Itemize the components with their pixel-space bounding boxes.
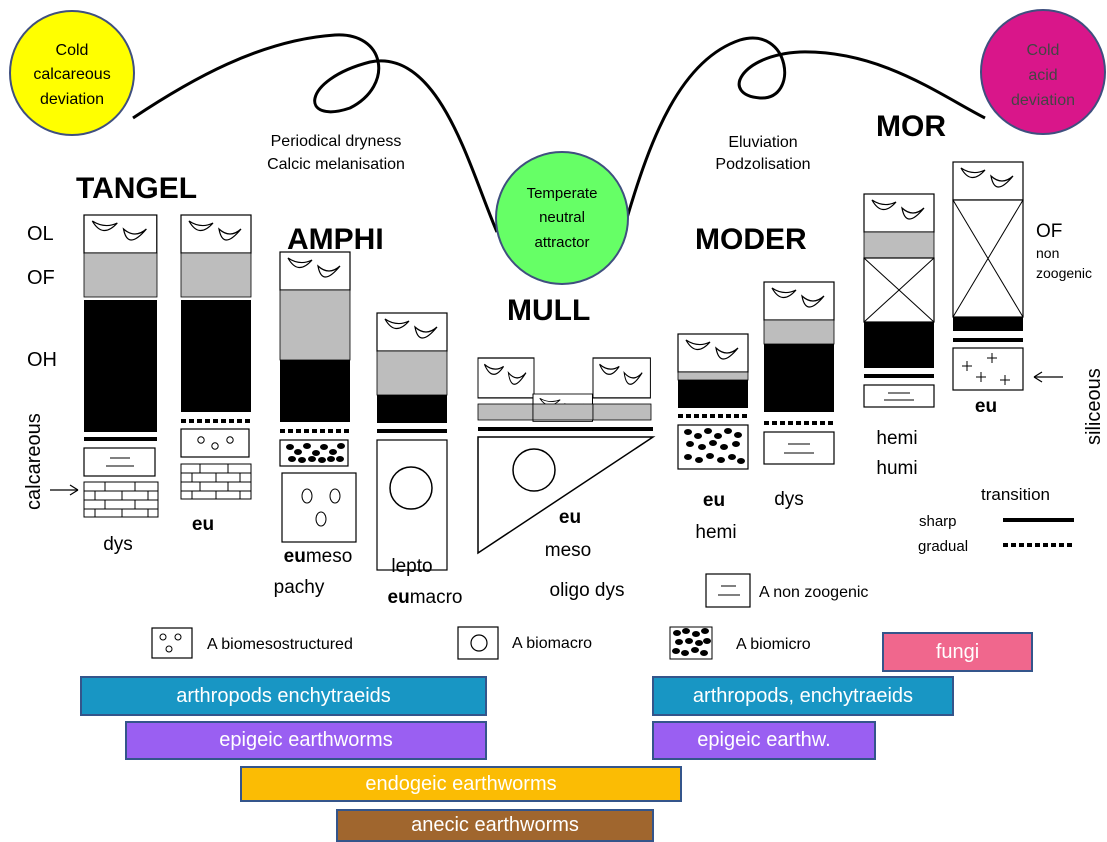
label-moder-dys: dys <box>774 489 804 510</box>
label-moder-eu: eu <box>703 490 725 511</box>
label-mor-eu: eu <box>975 396 997 417</box>
profile-tangel-eu: eu <box>180 214 252 535</box>
label-mor-hemi: hemi <box>876 428 917 449</box>
title-mull: MULL <box>507 294 590 327</box>
arrow-calcareous <box>50 484 79 496</box>
bar-epigeic-right: epigeic earthw. <box>652 721 876 760</box>
cold-acid-line-3: deviation <box>1011 92 1075 109</box>
label-mull-meso: meso <box>545 540 591 561</box>
bar-anecic: anecic earthworms <box>336 809 654 842</box>
arrow-siliceous <box>1033 371 1063 383</box>
label-eumacro: eumacro <box>388 587 463 608</box>
legend-a-biomacro: A biomacro <box>457 626 592 660</box>
connector-curves <box>132 33 986 233</box>
process-right-2: Podzolisation <box>715 156 810 173</box>
transition-gradual-label: gradual <box>918 538 968 555</box>
label-lepto: lepto <box>391 556 432 577</box>
cold-calcareous-circle: Cold calcareous deviation <box>9 10 135 136</box>
bar-epigeic-left: epigeic earthworms <box>125 721 487 760</box>
bar-endogeic-label: endogeic earthworms <box>365 772 557 795</box>
label-mull-oligo: oligo dys <box>550 580 625 601</box>
of-non-zoogenic-line-1: non <box>1036 245 1059 261</box>
bar-fungi-label: fungi <box>935 640 980 663</box>
legend-a-non-zoogenic-label: A non zoogenic <box>759 584 868 601</box>
left-curve <box>132 33 499 233</box>
legend-a-non-zoogenic: A non zoogenic <box>705 573 868 608</box>
label-moder-hemi: hemi <box>695 522 736 543</box>
label-tangel-eu: eu <box>192 514 214 535</box>
legend-a-biomacro-label: A biomacro <box>512 635 592 652</box>
profile-amphi-lepto: lepto eumacro <box>376 312 463 608</box>
profile-mor-hemi: hemi humi <box>863 193 935 479</box>
temperate-line-2: neutral <box>539 209 585 226</box>
bar-anecic-label: anecic earthworms <box>411 814 579 836</box>
label-siliceous: siliceous <box>1083 368 1105 445</box>
bar-fungi: fungi <box>882 632 1033 672</box>
profile-moder-dys: dys <box>763 281 835 510</box>
transition-legend: transition sharp gradual <box>918 485 1074 555</box>
horizon-ol: OL <box>27 223 54 245</box>
title-amphi: AMPHI <box>287 223 384 256</box>
profile-tangel-dys: dys <box>83 214 159 555</box>
horizon-of: OF <box>27 267 55 289</box>
bar-arthropods-left-label: arthropods enchytraeids <box>176 684 391 707</box>
label-calcareous: calcareous <box>23 413 45 510</box>
bar-endogeic: endogeic earthworms <box>240 766 682 802</box>
temperate-attractor-circle: Temperate neutral attractor <box>495 151 629 285</box>
transition-title: transition <box>981 485 1050 504</box>
profile-moder-eu: eu hemi <box>677 333 749 543</box>
bar-epigeic-right-label: epigeic earthw. <box>697 729 831 751</box>
cold-calcareous-line-2: calcareous <box>33 66 110 83</box>
process-left-2: Calcic melanisation <box>267 156 405 173</box>
label-mor-humi: humi <box>876 458 917 479</box>
cold-acid-line-2: acid <box>1028 67 1057 84</box>
bar-arthropods-left: arthropods enchytraeids <box>80 676 487 716</box>
legend-a-biomicro-label: A biomicro <box>736 636 811 653</box>
process-right-1: Eluviation <box>728 134 797 151</box>
label-amphi-eumeso: eumeso <box>284 546 353 567</box>
process-left-1: Periodical dryness <box>271 133 402 150</box>
temperate-line-3: attractor <box>534 234 589 251</box>
legend-a-biomicro: A biomicro <box>669 626 811 660</box>
title-moder: MODER <box>695 223 807 256</box>
cold-acid-line-1: Cold <box>1027 42 1060 59</box>
profile-mull: eu meso oligo dys <box>477 357 656 601</box>
label-tangel-dys: dys <box>103 534 133 555</box>
of-non-zoogenic-line-2: zoogenic <box>1036 265 1092 281</box>
bar-arthropods-right: arthropods, enchytraeids <box>652 676 954 716</box>
temperate-line-1: Temperate <box>527 185 598 202</box>
legend-a-biomesostructured-label: A biomesostructured <box>207 636 353 653</box>
right-curve <box>625 36 986 219</box>
horizon-oh: OH <box>27 349 57 371</box>
bar-epigeic-left-label: epigeic earthworms <box>219 729 393 751</box>
profile-mor-eu: eu <box>952 161 1024 417</box>
bar-arthropods-right-label: arthropods, enchytraeids <box>692 684 914 707</box>
cold-calcareous-line-1: Cold <box>56 42 89 59</box>
label-mull-eu: eu <box>559 507 581 528</box>
label-amphi-pachy: pachy <box>274 577 325 598</box>
cold-calcareous-line-3: deviation <box>40 91 104 108</box>
cold-acid-circle: Cold acid deviation <box>980 9 1106 135</box>
title-mor: MOR <box>876 110 946 143</box>
legend-a-biomesostructured: A biomesostructured <box>151 627 353 659</box>
of-non-zoogenic-title: OF <box>1036 221 1062 242</box>
profile-amphi-eumeso: eumeso pachy <box>274 251 357 598</box>
title-tangel: TANGEL <box>76 172 197 205</box>
transition-sharp-label: sharp <box>919 513 957 530</box>
